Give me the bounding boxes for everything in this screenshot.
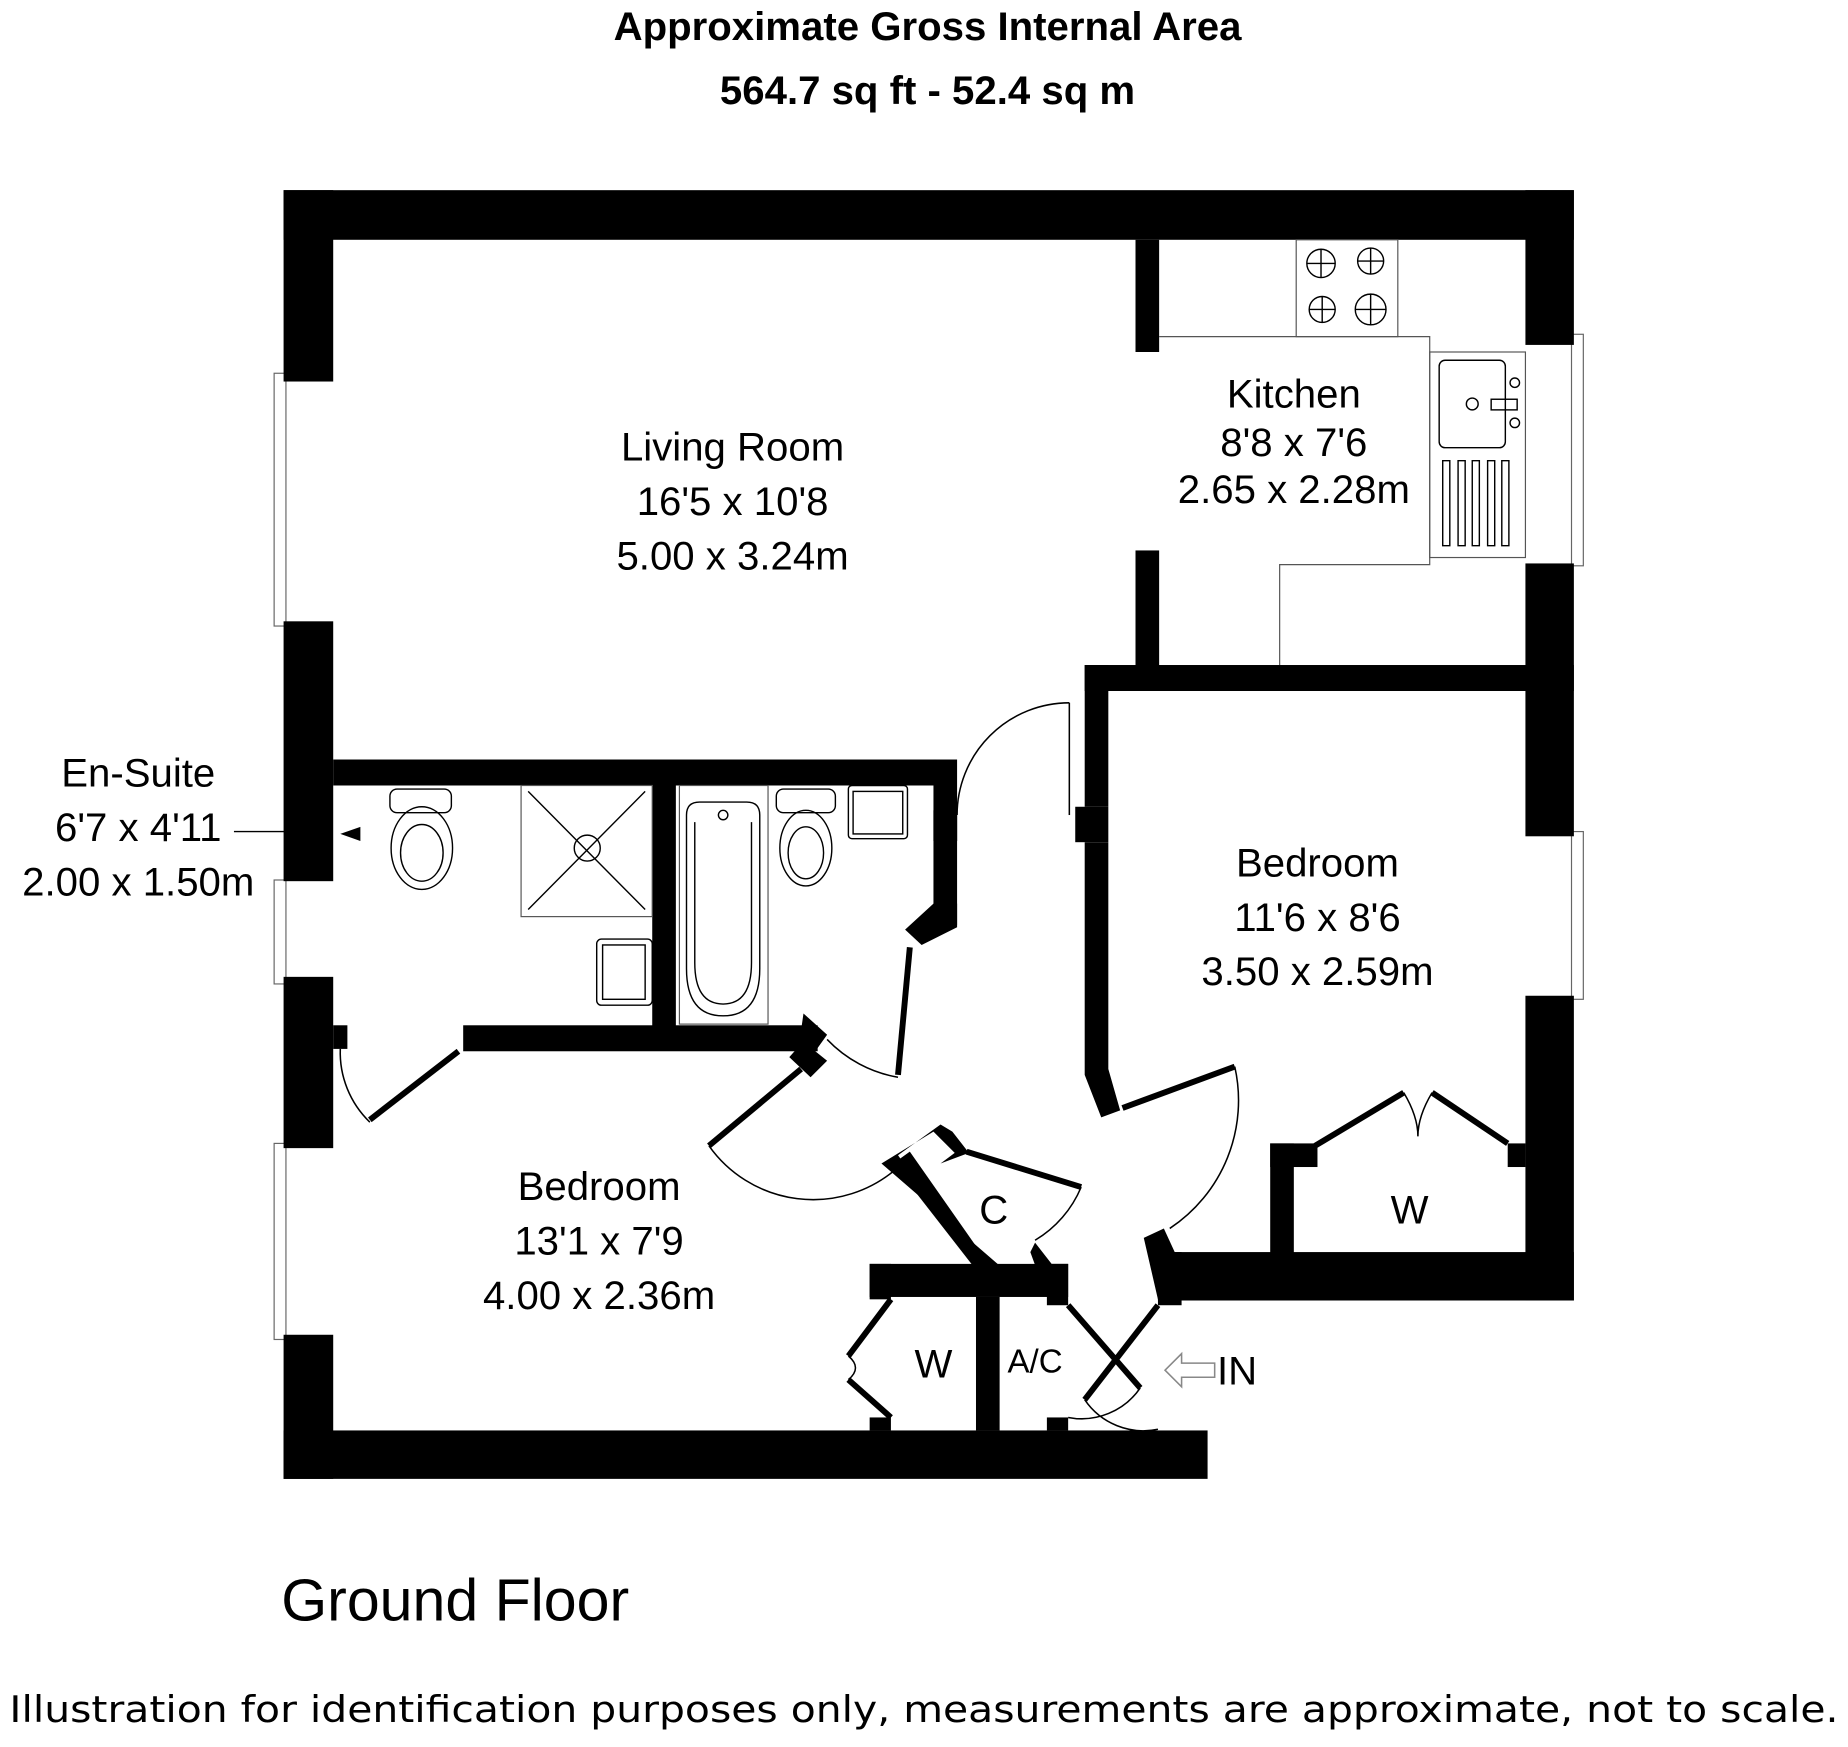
area-value: 564.7 sq ft - 52.4 sq m: [720, 68, 1135, 113]
wardrobe-label-bedroom-1: W: [1391, 1188, 1429, 1233]
svg-text:11'6 x 8'6: 11'6 x 8'6: [1234, 895, 1400, 940]
entrance-label: IN: [1217, 1348, 1257, 1393]
toilet-icon: [779, 809, 833, 887]
svg-text:13'1 x 7'9: 13'1 x 7'9: [514, 1218, 683, 1263]
window-bedroom-2: [273, 1142, 287, 1341]
svg-text:16'5 x 10'8: 16'5 x 10'8: [637, 479, 829, 524]
airing-cupboard-label: A/C: [1008, 1344, 1063, 1381]
window-en-suite: [273, 879, 287, 985]
window-bedroom-1: [1570, 830, 1584, 1000]
walls: [283, 190, 1574, 1479]
cupboard-label: C: [979, 1188, 1008, 1233]
svg-text:2.65 x 2.28m: 2.65 x 2.28m: [1178, 467, 1410, 512]
svg-text:8'8 x 7'6: 8'8 x 7'6: [1220, 420, 1367, 465]
svg-text:3.50 x 2.59m: 3.50 x 2.59m: [1201, 949, 1433, 994]
floor-name: Ground Floor: [281, 1568, 629, 1634]
en-suite-fittings: [233, 784, 653, 1006]
wardrobe-label-bedroom-2: W: [914, 1341, 952, 1386]
toilet-cistern-icon: [389, 788, 453, 814]
svg-text:Bedroom: Bedroom: [1236, 840, 1399, 885]
svg-text:Living Room: Living Room: [621, 425, 844, 470]
window-living-room: [273, 372, 287, 627]
room-label-bedroom-1: Bedroom 11'6 x 8'6 3.50 x 2.59m: [1201, 840, 1433, 994]
hob-icon: [1295, 239, 1399, 338]
bathroom-fittings: [678, 784, 909, 1025]
svg-text:Bedroom: Bedroom: [518, 1164, 681, 1209]
svg-text:Kitchen: Kitchen: [1227, 372, 1361, 417]
windows: [273, 333, 1584, 1341]
room-label-kitchen: Kitchen 8'8 x 7'6 2.65 x 2.28m: [1178, 372, 1410, 513]
toilet-icon: [390, 806, 454, 891]
room-label-en-suite: En-Suite 6'7 x 4'11 2.00 x 1.50m: [22, 751, 254, 905]
svg-text:5.00 x 3.24m: 5.00 x 3.24m: [616, 533, 848, 578]
svg-text:4.00 x 2.36m: 4.00 x 2.36m: [483, 1273, 715, 1318]
bath-icon: [678, 784, 769, 1025]
doors: [339, 702, 1510, 1432]
disclaimer: Illustration for identification purposes…: [9, 1688, 1838, 1731]
window-kitchen: [1570, 333, 1584, 567]
room-label-bedroom-2: Bedroom 13'1 x 7'9 4.00 x 2.36m: [483, 1164, 715, 1318]
area-title: Approximate Gross Internal Area: [614, 4, 1243, 49]
shower-tray-icon: [520, 784, 653, 918]
toilet-cistern-icon: [775, 788, 837, 814]
svg-text:6'7 x 4'11: 6'7 x 4'11: [55, 805, 221, 850]
room-label-living-room: Living Room 16'5 x 10'8 5.00 x 3.24m: [616, 425, 848, 579]
kitchen-fittings: [1159, 239, 1527, 666]
svg-text:En-Suite: En-Suite: [61, 751, 215, 796]
entrance-arrow-icon: [1163, 1351, 1216, 1389]
svg-text:2.00 x 1.50m: 2.00 x 1.50m: [22, 859, 254, 904]
sink-icon: [1438, 359, 1507, 449]
basin-icon: [847, 784, 909, 840]
basin-icon: [595, 938, 653, 1006]
